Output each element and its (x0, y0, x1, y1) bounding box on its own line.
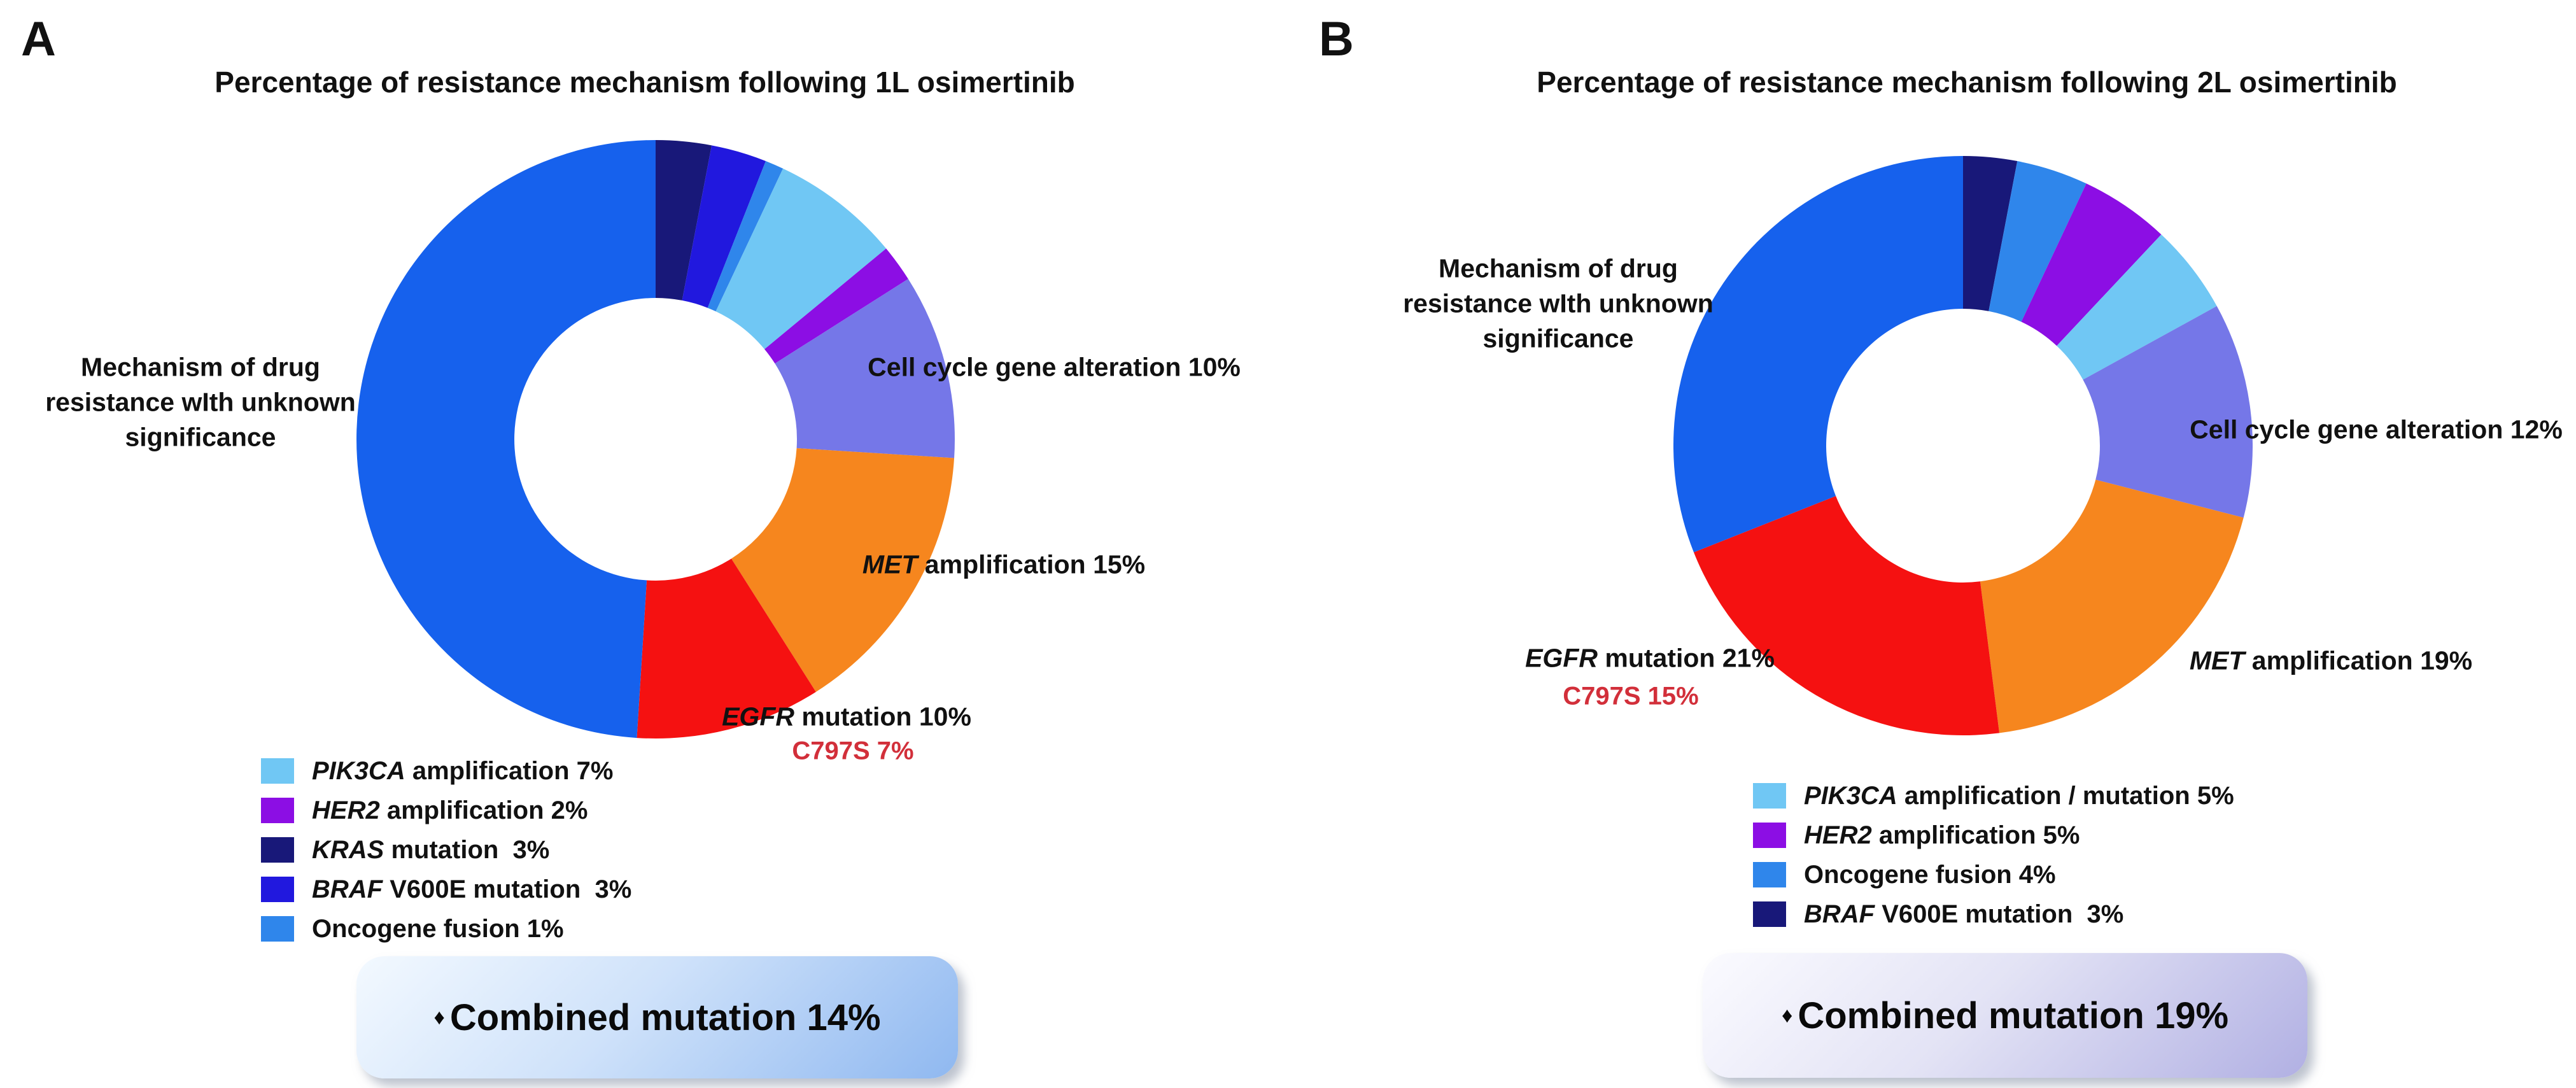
donut-svg (356, 140, 955, 738)
diamond-bullet-icon: ♦ (1781, 1003, 1793, 1028)
combined-mutation-box-1l: ♦ Combined mutation 14% (356, 956, 958, 1078)
label-line: resistance wIth unknown (1403, 288, 1714, 318)
gene-name: MET (2189, 646, 2245, 675)
donut-slice-met-amplification (1980, 479, 2244, 733)
combined-mutation-text-2l: Combined mutation 19% (1798, 994, 2229, 1036)
donut-slice-oncogene-fusion (707, 161, 784, 312)
label-text: mutation 10% (794, 702, 971, 731)
legend-swatch (1753, 862, 1786, 887)
legend-item: BRAF V600E mutation 3% (261, 870, 631, 909)
legend-label: Oncogene fusion 1% (312, 914, 564, 943)
legend-item: KRAS mutation 3% (261, 830, 631, 870)
label-unknown-mechanism-1l: Mechanism of drug resistance wIth unknow… (45, 350, 356, 455)
label-cell-cycle-1l: Cell cycle gene alteration 10% (868, 353, 1241, 383)
legend-item: PIK3CA amplification 7% (261, 751, 631, 791)
diamond-bullet-icon: ♦ (433, 1005, 445, 1029)
label-egfr-mutation-2l: EGFR mutation 21% (1525, 644, 1775, 674)
label-line: Mechanism of drug (81, 352, 320, 382)
legend-label: HER2 amplification 2% (312, 796, 588, 824)
donut-slice-pik3ca-amplification (715, 168, 887, 350)
legend-swatch (261, 877, 294, 902)
donut-slice-oncogene-fusion (1988, 161, 2087, 322)
donut-slice-her2-amplification (2021, 183, 2162, 346)
label-unknown-mechanism-2l: Mechanism of drug resistance wIth unknow… (1403, 251, 1714, 357)
label-text: amplification 19% (2244, 646, 2473, 675)
legend-1l: PIK3CA amplification 7% HER2 amplificatio… (261, 751, 631, 949)
label-text: amplification 15% (917, 549, 1146, 579)
label-c797s-2l: C797S 15% (1563, 682, 1699, 710)
label-met-amplification-1l: MET amplification 15% (862, 550, 1145, 580)
legend-item: HER2 amplification 5% (1753, 816, 2234, 855)
donut-slice-egfr-mutation-c797s-15 (1693, 496, 2000, 735)
gene-name: EGFR (722, 702, 794, 731)
legend-swatch (1753, 783, 1786, 809)
donut-chart-1l (356, 140, 955, 738)
donut-svg (1673, 156, 2253, 735)
legend-swatch (261, 798, 294, 823)
legend-label: PIK3CA amplification 7% (312, 756, 614, 785)
combined-mutation-box-2l: ♦ Combined mutation 19% (1703, 953, 2307, 1078)
label-text: Cell cycle gene alteration 10% (868, 352, 1241, 382)
donut-slice-braf-v600e-mutation (682, 145, 766, 308)
panel-label-b: B (1319, 12, 1354, 66)
legend-2l: PIK3CA amplification / mutation 5% HER2 a… (1753, 776, 2234, 934)
chart-title-2l: Percentage of resistance mechanism follo… (1537, 66, 2397, 99)
gene-name: EGFR (1525, 643, 1598, 673)
label-egfr-mutation-1l: EGFR mutation 10% (722, 702, 971, 732)
combined-mutation-text-1l: Combined mutation 14% (449, 996, 881, 1038)
donut-slice-braf-v600e-mutation (1963, 156, 2018, 311)
donut-slice-pik3ca-amplification-mutation (2057, 234, 2217, 380)
label-text: mutation 21% (1597, 643, 1775, 673)
label-line: significance (1482, 323, 1634, 353)
donut-slice-egfr-mutation-c797s-7 (637, 558, 816, 738)
gene-name: MET (862, 549, 918, 579)
legend-label: BRAF V600E mutation 3% (1804, 900, 2124, 928)
donut-slice-mechanism-of-drug-resistance-with-unknown-significance (356, 140, 656, 738)
donut-chart-2l (1673, 156, 2253, 735)
chart-title-1l: Percentage of resistance mechanism follo… (215, 66, 1075, 99)
legend-label: PIK3CA amplification / mutation 5% (1804, 781, 2234, 810)
donut-slice-her2-amplification (764, 248, 908, 364)
label-line: Mechanism of drug (1439, 253, 1678, 283)
donut-slice-cell-cycle-gene-alteration (2083, 306, 2253, 518)
donut-slice-mechanism-of-drug-resistance-with-unknown-significance (1673, 156, 1963, 553)
label-c797s-1l: C797S 7% (792, 737, 914, 765)
label-cell-cycle-2l: Cell cycle gene alteration 12% (2190, 415, 2563, 445)
label-line: resistance wIth unknown (45, 387, 356, 417)
legend-label: Oncogene fusion 4% (1804, 860, 2056, 889)
legend-item: Oncogene fusion 4% (1753, 855, 2234, 894)
legend-label: KRAS mutation 3% (312, 835, 550, 864)
legend-swatch (261, 758, 294, 784)
legend-swatch (261, 916, 294, 942)
donut-slice-kras-mutation (656, 140, 712, 300)
label-met-amplification-2l: MET amplification 19% (2190, 646, 2472, 676)
legend-item: BRAF V600E mutation 3% (1753, 894, 2234, 934)
donut-slice-cell-cycle-gene-alteration (775, 279, 955, 458)
legend-swatch (1753, 823, 1786, 848)
panel-label-a: A (21, 12, 56, 66)
legend-swatch (1753, 901, 1786, 927)
legend-label: BRAF V600E mutation 3% (312, 875, 632, 903)
donut-slice-met-amplification (731, 448, 955, 692)
legend-label: HER2 amplification 5% (1804, 821, 2080, 849)
legend-item: PIK3CA amplification / mutation 5% (1753, 776, 2234, 816)
legend-swatch (261, 837, 294, 863)
label-text: Cell cycle gene alteration 12% (2190, 414, 2563, 444)
legend-item: HER2 amplification 2% (261, 791, 631, 830)
legend-item: Oncogene fusion 1% (261, 909, 631, 949)
label-line: significance (125, 422, 276, 452)
